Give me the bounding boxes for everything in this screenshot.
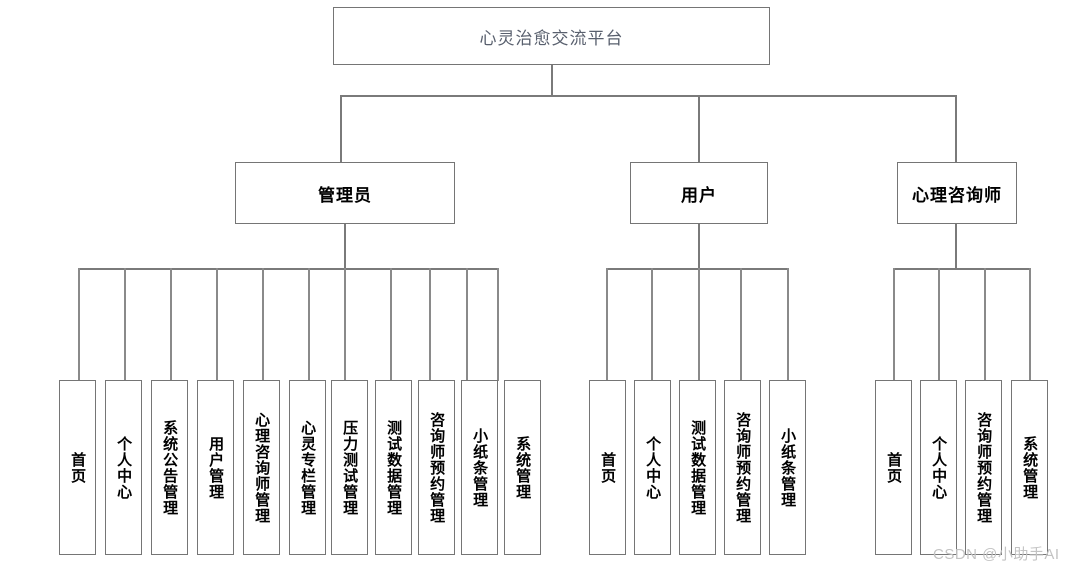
connector-admin-stem <box>344 224 346 269</box>
connector-counselor-drop-2 <box>984 268 986 381</box>
leaf-user-2[interactable]: 测试数据管理 <box>679 380 716 555</box>
connector-counselor-drop-3 <box>1029 268 1031 381</box>
leaf-counselor-2-label: 咨询师预约管理 <box>975 411 993 524</box>
leaf-admin-2[interactable]: 系统公告管理 <box>151 380 188 555</box>
connector-user-drop-4 <box>787 268 789 381</box>
leaf-user-3[interactable]: 咨询师预约管理 <box>724 380 761 555</box>
node-branch-user-label: 用户 <box>681 185 717 205</box>
leaf-user-2-label: 测试数据管理 <box>689 419 707 516</box>
leaf-user-4[interactable]: 小纸条管理 <box>769 380 806 555</box>
leaf-user-4-label: 小纸条管理 <box>779 427 797 508</box>
connector-top-drop-user <box>698 95 700 163</box>
node-branch-counselor[interactable]: 心理咨询师 <box>897 162 1017 224</box>
connector-user-drop-3 <box>740 268 742 381</box>
connector-user-drop-1 <box>651 268 653 381</box>
leaf-counselor-2[interactable]: 咨询师预约管理 <box>965 380 1002 555</box>
connector-user-drop-2 <box>698 268 700 381</box>
leaf-admin-7[interactable]: 测试数据管理 <box>375 380 412 555</box>
leaf-admin-9[interactable]: 小纸条管理 <box>461 380 498 555</box>
leaf-admin-4-label: 心理咨询师管理 <box>253 411 271 524</box>
leaf-admin-10-label: 系统管理 <box>514 435 532 500</box>
leaf-admin-0[interactable]: 首页 <box>59 380 96 555</box>
leaf-admin-3-label: 用户管理 <box>207 435 225 500</box>
leaf-user-0[interactable]: 首页 <box>589 380 626 555</box>
node-root-platform[interactable]: 心灵治愈交流平台 <box>333 7 770 65</box>
connector-admin-drop-9 <box>466 268 468 381</box>
connector-admin-bus <box>78 268 498 270</box>
connector-admin-drop-0 <box>78 268 80 381</box>
node-branch-admin-label: 管理员 <box>318 185 372 205</box>
leaf-counselor-0-label: 首页 <box>885 451 903 484</box>
connector-top-bus <box>340 95 956 97</box>
connector-counselor-stem <box>955 224 957 269</box>
leaf-admin-1-label: 个人中心 <box>115 435 133 500</box>
connector-admin-drop-5 <box>308 268 310 381</box>
leaf-counselor-3-label: 系统管理 <box>1021 435 1039 500</box>
leaf-counselor-1[interactable]: 个人中心 <box>920 380 957 555</box>
leaf-counselor-0[interactable]: 首页 <box>875 380 912 555</box>
leaf-admin-5[interactable]: 心灵专栏管理 <box>289 380 326 555</box>
connector-top-drop-admin <box>340 95 342 163</box>
leaf-admin-10[interactable]: 系统管理 <box>504 380 541 555</box>
leaf-counselor-1-label: 个人中心 <box>930 435 948 500</box>
leaf-admin-5-label: 心灵专栏管理 <box>299 419 317 516</box>
leaf-admin-6-label: 压力测试管理 <box>341 419 359 516</box>
node-branch-user[interactable]: 用户 <box>630 162 768 224</box>
connector-admin-drop-1 <box>124 268 126 381</box>
connector-admin-drop-7 <box>390 268 392 381</box>
connector-admin-drop-4 <box>262 268 264 381</box>
leaf-admin-2-label: 系统公告管理 <box>161 419 179 516</box>
connector-admin-drop-3 <box>216 268 218 381</box>
connector-counselor-drop-1 <box>938 268 940 381</box>
leaf-admin-7-label: 测试数据管理 <box>385 419 403 516</box>
leaf-admin-8[interactable]: 咨询师预约管理 <box>418 380 455 555</box>
connector-root-stem <box>551 65 553 96</box>
node-branch-admin[interactable]: 管理员 <box>235 162 455 224</box>
leaf-admin-3[interactable]: 用户管理 <box>197 380 234 555</box>
connector-user-stem <box>698 224 700 269</box>
watermark-text: CSDN @小助手AI <box>933 546 1060 563</box>
leaf-admin-4[interactable]: 心理咨询师管理 <box>243 380 280 555</box>
connector-admin-drop-6 <box>344 268 346 381</box>
connector-counselor-bus <box>893 268 1029 270</box>
leaf-user-1[interactable]: 个人中心 <box>634 380 671 555</box>
node-root-label: 心灵治愈交流平台 <box>479 28 624 48</box>
connector-admin-drop-8 <box>429 268 431 381</box>
connector-top-drop-counselor <box>955 95 957 163</box>
node-branch-counselor-label: 心理咨询师 <box>912 185 1002 205</box>
connector-user-drop-0 <box>606 268 608 381</box>
leaf-admin-1[interactable]: 个人中心 <box>105 380 142 555</box>
connector-admin-drop-2 <box>170 268 172 381</box>
leaf-admin-6[interactable]: 压力测试管理 <box>331 380 368 555</box>
leaf-admin-9-label: 小纸条管理 <box>471 427 489 508</box>
leaf-user-0-label: 首页 <box>599 451 617 484</box>
connector-user-bus <box>606 268 788 270</box>
connector-counselor-drop-0 <box>893 268 895 381</box>
leaf-counselor-3[interactable]: 系统管理 <box>1011 380 1048 555</box>
leaf-user-1-label: 个人中心 <box>644 435 662 500</box>
leaf-admin-0-label: 首页 <box>69 451 87 484</box>
leaf-admin-8-label: 咨询师预约管理 <box>428 411 446 524</box>
leaf-user-3-label: 咨询师预约管理 <box>734 411 752 524</box>
connector-admin-drop-10 <box>497 268 499 381</box>
